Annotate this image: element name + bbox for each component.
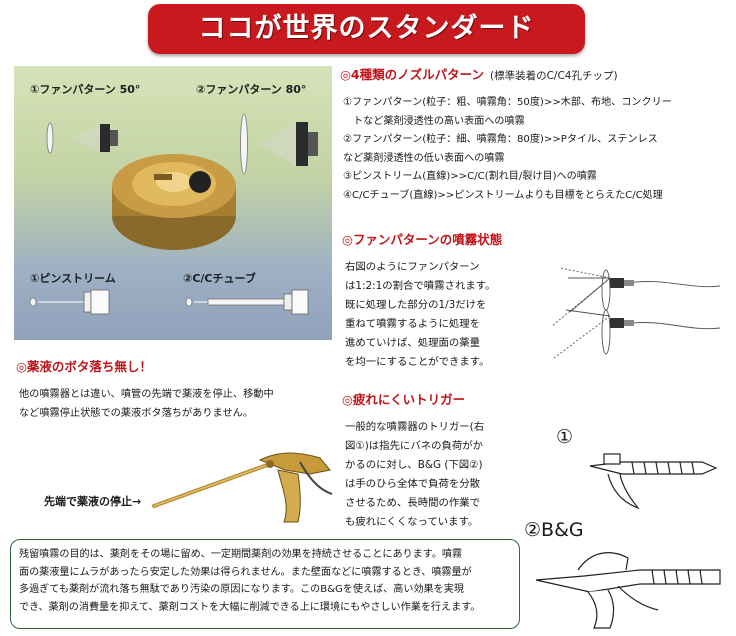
page-title: ココが世界のスタンダード [198,13,535,44]
fan-state-line: は1:2:1の割合で噴霧されます。 [345,280,496,292]
nozzle-heading: ◎4種類のノズルパターン (標準装着のC/C4孔チップ) [340,64,618,83]
nozzle-photo-illustration [29,113,318,315]
title-banner: ココが世界のスタンダード [148,4,585,54]
standard-trigger-image [589,453,718,510]
nozzle-line: など薬剤浸透性の低い表面への噴霧 [343,152,505,164]
drip-caption: 先端で薬液の停止→ [44,495,142,508]
note-text: 残留噴霧の目的は、薬剤をその場に留め、一定期間薬剤の効果を持続させることにありま… [19,546,511,616]
fan-80-label: ②ファンパターン 80° [196,83,307,96]
drip-heading: ◎薬液のボタ落ち無し！ [16,359,152,374]
fan-state-text: 右図のようにファンパターン は1:2:1の割合で噴霧されます。 既に処理した部分… [345,258,495,372]
fan-state-line: を均一にすることができます。 [345,356,490,368]
nozzle-subheading: (標準装着のC/C4孔チップ) [489,70,618,82]
drip-line: など噴霧停止状態での薬液ボタ落ちがありません。 [19,408,254,419]
fan-80-icon [240,113,318,175]
note-line: 面の薬液量にムラがあったら安定した効果は得られません。また壁面などに噴霧するとき… [19,566,472,578]
note-line: 多過ぎても薬剤が流れ落ち無駄であり汚染の原因になります。このB&Gを使えば、高い… [19,584,464,596]
trigger-line: させるため、長時間の作業で [345,497,481,509]
pin-stream-icon [29,289,110,315]
note-line: 残留噴霧の目的は、薬剤をその場に留め、一定期間薬剤の効果を持続させることにありま… [19,549,463,560]
nozzle-line: ①ファンパターン(粒子：粗、噴霧角：50度)>>木部、布地、コンクリー [343,97,672,108]
trigger-line: 図①)は指先にバネの負荷がか [345,440,484,452]
nozzle-line: ②ファンパターン(粒子：細、噴霧角：80度)>>Pタイル、ステンレス [343,134,658,145]
trigger-heading: ◎疲れにくいトリガー [342,392,466,407]
nozzle-list: ①ファンパターン(粒子：粗、噴霧角：50度)>>木部、布地、コンクリー トなど薬… [343,94,672,205]
drip-line: 他の噴霧器とは違い、噴管の先端で薬液を停止、移動中 [19,389,274,400]
cc-tube-icon [185,289,309,315]
nozzle-photo [14,66,332,340]
note-line: でき、薬剤の消費量を抑えて、薬剤コストを大幅に削減できる上に環境にもやさしい作業… [19,601,481,613]
trigger-line: かるのに対し、B&G (下図②) [345,459,483,471]
trigger-line: 一般的な噴霧器のトリガー(右 [345,421,485,433]
trigger-text: 一般的な噴霧器のトリガー(右 図①)は指先にバネの負荷がか かるのに対し、B&G… [345,418,484,532]
spray-overlap-diagram [551,267,721,359]
brass-nozzle-icon [112,154,236,250]
fan-state-line: 重ねて噴霧するように処理を [345,318,481,330]
trigger-line: は手のひら全体で負荷を分散 [345,478,481,490]
trigger-figure-1-label: ① [556,426,574,448]
nozzle-heading-text: ◎4種類のノズルパターン [340,67,484,82]
cc-tube-label: ②C/Cチューブ [183,272,256,285]
fan-50-label: ①ファンパターン 50° [30,83,141,96]
nozzle-line: ④C/Cチューブ(直線)>>ピンストリームよりも目標をとらえたC/C処理 [343,189,663,201]
fan-state-line: 右図のようにファンパターン [345,261,480,273]
trigger-line: も疲れにくくなっています。 [345,516,479,528]
bg-trigger-image [535,552,721,629]
sprayer-gun-image [152,452,333,523]
fan-state-line: 既に処理した部分の1/3だけを [345,299,487,311]
trigger-figure-2-label: ②B&G [524,519,584,541]
fan-state-heading: ◎ファンパターンの噴霧状態 [342,232,503,247]
drip-text: 他の噴霧器とは違い、噴管の先端で薬液を停止、移動中 など噴霧停止状態での薬液ボタ… [19,385,274,423]
fan-50-icon [46,122,118,154]
nozzle-line: トなど薬剤浸透性の高い表面への噴霧 [343,115,525,127]
fan-state-line: 進めていけば、処理面の薬量 [345,337,481,349]
pin-stream-label: ①ピンストリーム [30,272,116,285]
nozzle-line: ③ピンストリーム(直線)>>C/C(割れ目/裂け目)への噴霧 [343,171,597,182]
residual-spray-note: 残留噴霧の目的は、薬剤をその場に留め、一定期間薬剤の効果を持続させることにありま… [10,539,520,629]
